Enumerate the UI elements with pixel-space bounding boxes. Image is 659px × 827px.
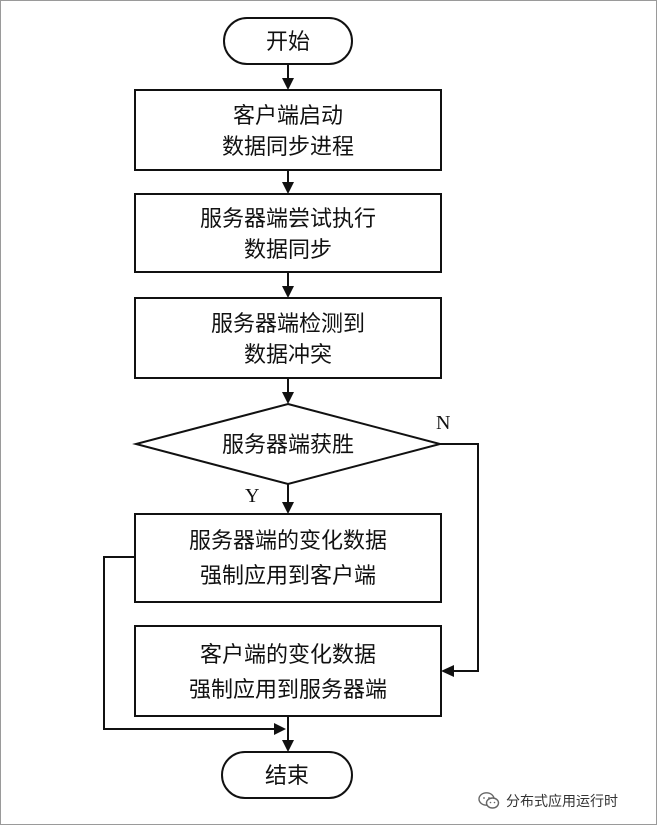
- watermark: 分布式应用运行时: [478, 790, 618, 812]
- process-line-2: 数据同步进程: [222, 135, 354, 160]
- process-line-2: 强制应用到服务器端: [189, 678, 387, 703]
- decision-label: 服务器端获胜: [222, 433, 354, 458]
- process-line-2: 数据同步: [244, 238, 332, 263]
- process-client-data-to-server: 客户端的变化数据 强制应用到服务器端: [134, 625, 442, 717]
- start-label: 开始: [266, 30, 310, 55]
- decision-server-wins: 服务器端获胜: [132, 402, 444, 486]
- process-line-1: 服务器端检测到: [211, 312, 365, 337]
- process-line-2: 数据冲突: [244, 343, 332, 368]
- process-server-try-sync: 服务器端尝试执行 数据同步: [134, 193, 442, 273]
- watermark-text: 分布式应用运行时: [506, 794, 618, 810]
- end-node: 结束: [221, 751, 353, 799]
- process-line-1: 服务器端的变化数据: [189, 529, 387, 554]
- no-label: N: [436, 412, 450, 434]
- wechat-icon: [478, 792, 500, 809]
- end-label: 结束: [265, 764, 309, 789]
- yes-label: Y: [245, 485, 259, 507]
- process-line-1: 服务器端尝试执行: [200, 207, 376, 232]
- process-line-2: 强制应用到客户端: [200, 564, 376, 589]
- process-line-1: 客户端的变化数据: [200, 643, 376, 668]
- process-server-detect-conflict: 服务器端检测到 数据冲突: [134, 297, 442, 379]
- process-line-1: 客户端启动: [233, 104, 343, 129]
- start-node: 开始: [223, 17, 353, 65]
- process-client-start-sync: 客户端启动 数据同步进程: [134, 89, 442, 171]
- process-server-data-to-client: 服务器端的变化数据 强制应用到客户端: [134, 513, 442, 603]
